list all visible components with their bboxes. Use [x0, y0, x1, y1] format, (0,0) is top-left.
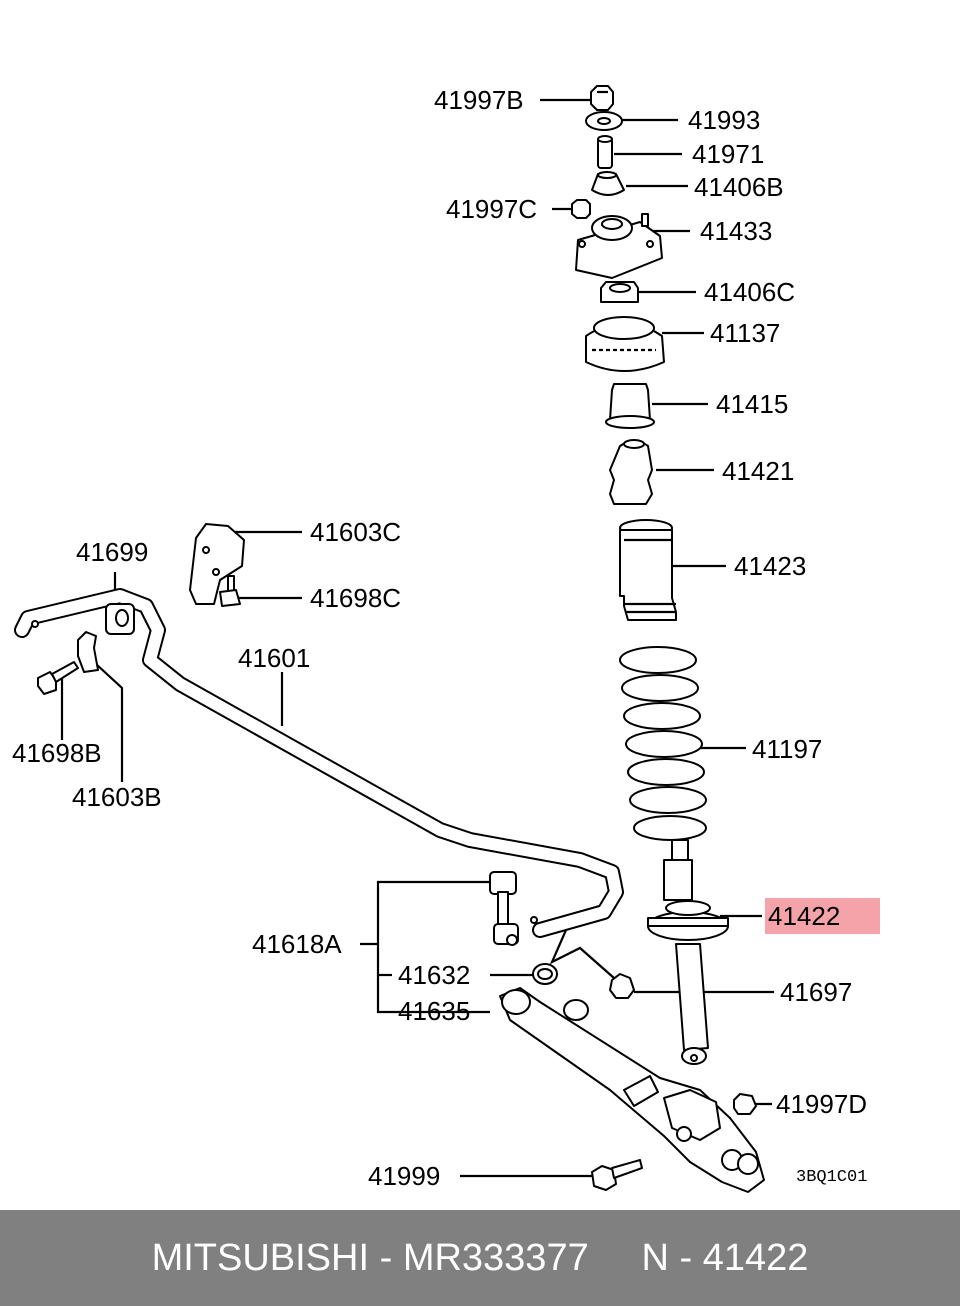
- footer-bar: MITSUBISHI - MR333377 N - 41422: [0, 1210, 960, 1306]
- diagram-code: 3BQ1C01: [796, 1168, 867, 1187]
- label-41406C: 41406C: [704, 277, 795, 307]
- label-41632: 41632: [398, 960, 470, 990]
- shock-absorber: [647, 839, 729, 1065]
- label-41993: 41993: [688, 105, 760, 135]
- label-41699: 41699: [76, 537, 148, 567]
- label-41997B: 41997B: [434, 85, 524, 115]
- footer-sep-1: -: [369, 1236, 403, 1279]
- label-41197: 41197: [752, 734, 822, 764]
- label-41618A: 41618A: [252, 929, 342, 959]
- label-41698C: 41698C: [310, 583, 401, 613]
- label-41137: 41137: [710, 318, 780, 348]
- label-41422: 41422: [768, 901, 840, 931]
- label-41406B: 41406B: [694, 172, 784, 202]
- label-41997D: 41997D: [776, 1089, 867, 1119]
- coil-spring: [619, 646, 707, 841]
- label-41697: 41697: [780, 977, 852, 1007]
- footer-sep-2: -: [668, 1236, 703, 1279]
- label-41635: 41635: [398, 996, 470, 1026]
- stabilizer-link: [489, 871, 635, 999]
- label-41421: 41421: [722, 456, 794, 486]
- label-41415: 41415: [716, 389, 788, 419]
- leader-lines: [60, 98, 774, 1178]
- footer-part-number: MR333377: [402, 1236, 589, 1279]
- label-41433: 41433: [700, 216, 772, 246]
- label-41971: 41971: [692, 139, 764, 169]
- label-41423: 41423: [734, 551, 806, 581]
- label-41601: 41601: [238, 643, 310, 673]
- footer-gap: [589, 1237, 642, 1280]
- lower-arm: [499, 987, 765, 1193]
- footer-ref: 41422: [702, 1236, 809, 1279]
- label-41999: 41999: [368, 1161, 440, 1191]
- highlight-box: [765, 898, 880, 934]
- stabilizer-bar: [14, 523, 624, 938]
- footer-n-label: N: [641, 1236, 669, 1279]
- label-41997C: 41997C: [446, 194, 537, 224]
- label-41603C: 41603C: [310, 517, 401, 547]
- strut-top-stack: [571, 85, 677, 621]
- part-labels: 41997B 41993 41971 41406B 41997C 41433 4…: [12, 85, 867, 1191]
- parts-diagram: 41997B 41993 41971 41406B 41997C 41433 4…: [12, 85, 880, 1193]
- footer-brand: MITSUBISHI: [151, 1236, 370, 1279]
- label-41603B: 41603B: [72, 782, 162, 812]
- label-41698B: 41698B: [12, 738, 102, 768]
